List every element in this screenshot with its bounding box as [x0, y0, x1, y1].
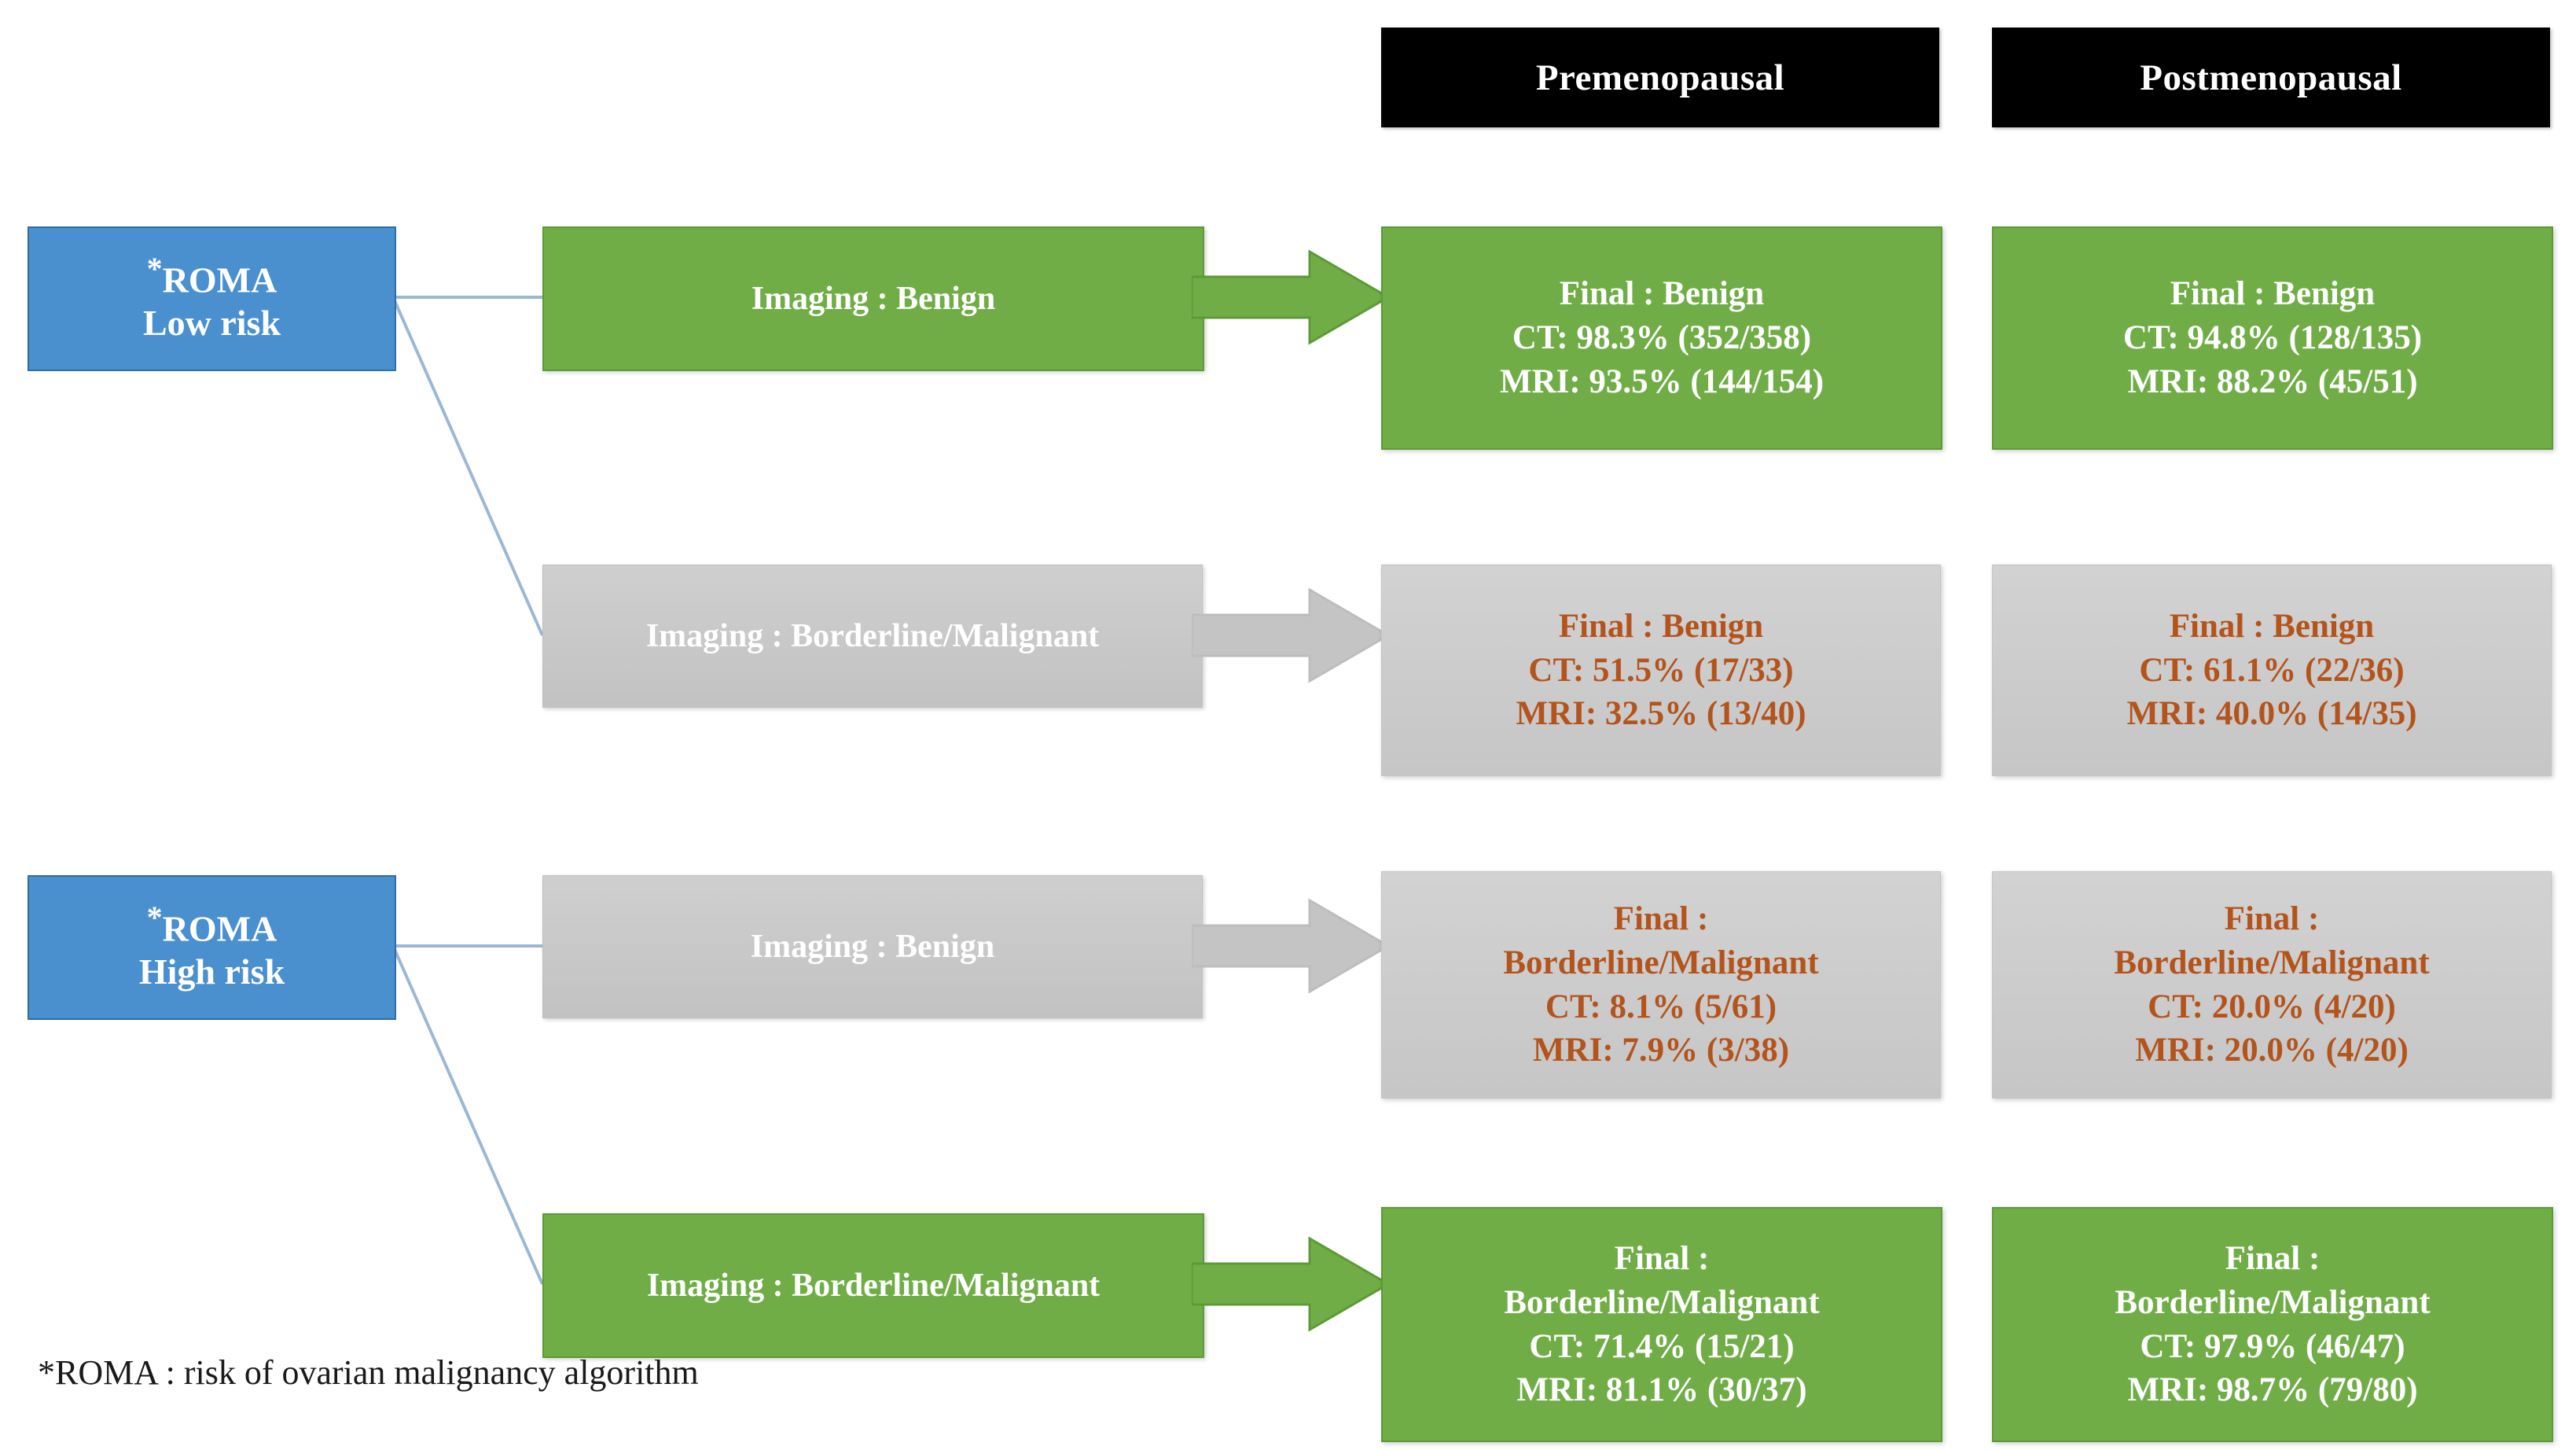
result-mri: MRI: 88.2% (45/51)	[2127, 362, 2418, 400]
result-title-second-line: Borderline/Malignant	[1503, 944, 1819, 981]
imaging-box-high-borderline-label: Imaging : Borderline/Malignant	[646, 1268, 1101, 1304]
result-ct: CT: 71.4% (15/21)	[1529, 1327, 1795, 1365]
column-header-postmenopausal-label: Postmenopausal	[2140, 57, 2402, 98]
arrow-high-borderline	[1192, 1235, 1390, 1333]
result-ct: CT: 61.1% (22/36)	[2139, 651, 2405, 689]
result-mri: MRI: 40.0% (14/35)	[2126, 695, 2417, 733]
result-mri: MRI: 32.5% (13/40)	[1516, 695, 1806, 733]
imaging-box-high-benign-label: Imaging : Benign	[750, 929, 995, 965]
roma-high-risk-name-line: *ROMA	[147, 902, 277, 951]
result-box-row1-premenopausal: Final : Benign CT: 98.3% (352/358) MRI: …	[1381, 226, 1942, 450]
result-title: Final : Benign	[1559, 275, 1765, 313]
imaging-box-high-borderline: Imaging : Borderline/Malignant	[542, 1213, 1204, 1358]
arrow-low-benign	[1192, 248, 1390, 346]
result-box-row3-premenopausal: Final : Borderline/Malignant CT: 8.1% (5…	[1381, 871, 1941, 1099]
roma-high-risk-box: *ROMA High risk	[28, 875, 396, 1020]
result-ct: CT: 94.8% (128/135)	[2122, 319, 2423, 357]
roma-high-risk-name: ROMA	[162, 908, 277, 949]
column-header-premenopausal-label: Premenopausal	[1535, 57, 1785, 98]
result-title: Final :	[1614, 1239, 1710, 1277]
imaging-box-low-benign: Imaging : Benign	[542, 226, 1204, 371]
result-box-row4-postmenopausal: Final : Borderline/Malignant CT: 97.9% (…	[1992, 1207, 2553, 1442]
result-ct: CT: 51.5% (17/33)	[1528, 651, 1794, 689]
result-title-second-line: Borderline/Malignant	[1504, 1283, 1820, 1321]
result-title: Final :	[1613, 900, 1709, 937]
roma-low-risk-box: *ROMA Low risk	[28, 226, 396, 371]
result-box-row4-premenopausal: Final : Borderline/Malignant CT: 71.4% (…	[1381, 1207, 1942, 1442]
result-mri: MRI: 7.9% (3/38)	[1532, 1032, 1790, 1069]
column-header-premenopausal: Premenopausal	[1381, 28, 1939, 127]
result-box-row2-premenopausal: Final : Benign CT: 51.5% (17/33) MRI: 32…	[1381, 565, 1941, 776]
result-title: Final : Benign	[1558, 607, 1764, 645]
result-title: Final :	[2225, 1239, 2321, 1277]
asterisk-icon: *	[146, 251, 163, 287]
result-ct: CT: 20.0% (4/20)	[2148, 988, 2396, 1025]
asterisk-icon: *	[146, 900, 163, 936]
roma-low-risk-name: ROMA	[162, 259, 277, 300]
result-ct: CT: 97.9% (46/47)	[2140, 1327, 2405, 1365]
roma-low-risk-name-line: *ROMA	[147, 253, 277, 302]
arrow-high-benign	[1192, 897, 1390, 995]
column-header-postmenopausal: Postmenopausal	[1992, 28, 2550, 127]
result-title: Final : Benign	[2170, 275, 2376, 313]
imaging-box-low-borderline-label: Imaging : Borderline/Malignant	[645, 618, 1100, 654]
result-mri: MRI: 93.5% (144/154)	[1499, 362, 1825, 400]
roma-low-risk-level: Low risk	[142, 302, 281, 343]
result-ct: CT: 8.1% (5/61)	[1545, 988, 1777, 1025]
result-mri: MRI: 98.7% (79/80)	[2127, 1371, 2418, 1409]
result-title: Final :	[2224, 900, 2320, 937]
arrow-low-borderline	[1192, 587, 1390, 684]
imaging-box-low-borderline: Imaging : Borderline/Malignant	[542, 565, 1203, 708]
footnote-roma-definition: *ROMA : risk of ovarian malignancy algor…	[38, 1353, 699, 1392]
result-mri: MRI: 20.0% (4/20)	[2135, 1032, 2409, 1069]
imaging-box-low-benign-label: Imaging : Benign	[751, 281, 996, 317]
result-box-row2-postmenopausal: Final : Benign CT: 61.1% (22/36) MRI: 40…	[1992, 565, 2552, 776]
result-mri: MRI: 81.1% (30/37)	[1516, 1371, 1807, 1409]
roma-high-risk-level: High risk	[138, 951, 285, 992]
result-title-second-line: Borderline/Malignant	[2114, 944, 2430, 981]
result-ct: CT: 98.3% (352/358)	[1512, 319, 1812, 357]
result-box-row1-postmenopausal: Final : Benign CT: 94.8% (128/135) MRI: …	[1992, 226, 2553, 450]
imaging-box-high-benign: Imaging : Benign	[542, 875, 1203, 1018]
result-box-row3-postmenopausal: Final : Borderline/Malignant CT: 20.0% (…	[1992, 871, 2552, 1099]
result-title-second-line: Borderline/Malignant	[2115, 1283, 2431, 1321]
result-title: Final : Benign	[2169, 607, 2375, 645]
